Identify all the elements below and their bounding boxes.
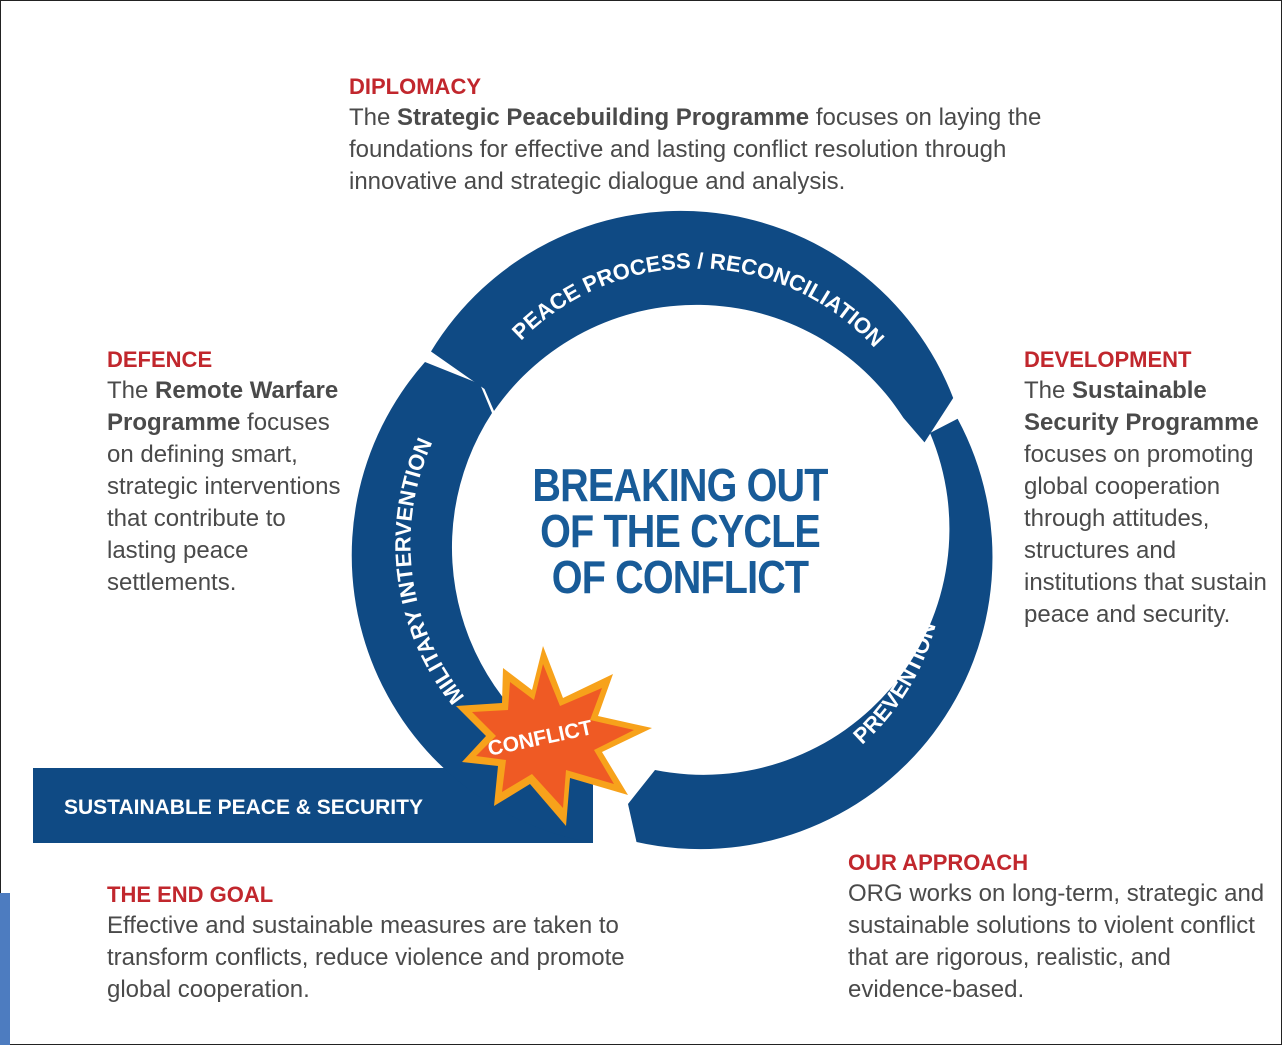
development-programme-name: Sustainable Security Programme xyxy=(1024,377,1259,436)
end-goal-heading: THE END GOAL xyxy=(107,882,274,907)
end-goal-section: THE END GOAL Effective and sustainable m… xyxy=(107,880,667,1006)
cycle-center-title: BREAKING OUT OF THE CYCLE OF CONFLICT xyxy=(525,462,835,600)
ring-segment-peace-process xyxy=(431,210,954,443)
development-text-pre: The xyxy=(1024,377,1073,404)
defence-text-post: focuses on defining smart, strategic int… xyxy=(107,409,341,596)
approach-heading: OUR APPROACH xyxy=(848,850,1029,875)
approach-text: ORG works on long-term, strategic and su… xyxy=(848,880,1265,1003)
end-goal-text: Effective and sustainable measures are t… xyxy=(107,912,625,1003)
diplomacy-text-post: focuses on laying the foundations for ef… xyxy=(349,104,1042,195)
center-title-line-2: OF THE CYCLE xyxy=(540,505,821,557)
ring-segment-military-intervention xyxy=(351,362,593,843)
development-section: DEVELOPMENT The Sustainable Security Pro… xyxy=(1024,345,1274,631)
development-heading: DEVELOPMENT xyxy=(1024,347,1192,372)
defence-section: DEFENCE The Remote Warfare Programme foc… xyxy=(107,345,347,599)
approach-section: OUR APPROACH ORG works on long-term, str… xyxy=(848,848,1268,1006)
diplomacy-heading: DIPLOMACY xyxy=(349,74,481,99)
conflict-burst xyxy=(472,664,634,808)
defence-programme-name: Remote Warfare Programme xyxy=(107,377,339,436)
ring-segment-prevention xyxy=(628,418,993,850)
development-text-post: focuses on promoting global cooperation … xyxy=(1024,441,1267,628)
defence-heading: DEFENCE xyxy=(107,347,213,372)
diplomacy-section: DIPLOMACY The Strategic Peacebuilding Pr… xyxy=(349,72,1069,198)
diplomacy-programme-name: Strategic Peacebuilding Programme xyxy=(397,104,810,131)
exit-bar-label: SUSTAINABLE PEACE & SECURITY xyxy=(64,796,423,819)
defence-text-pre: The xyxy=(107,377,156,404)
diplomacy-text-pre: The xyxy=(349,104,398,131)
center-title-line-3: OF CONFLICT xyxy=(551,551,809,603)
center-title-line-1: BREAKING OUT xyxy=(532,459,828,511)
left-edge-strip xyxy=(0,893,10,1045)
